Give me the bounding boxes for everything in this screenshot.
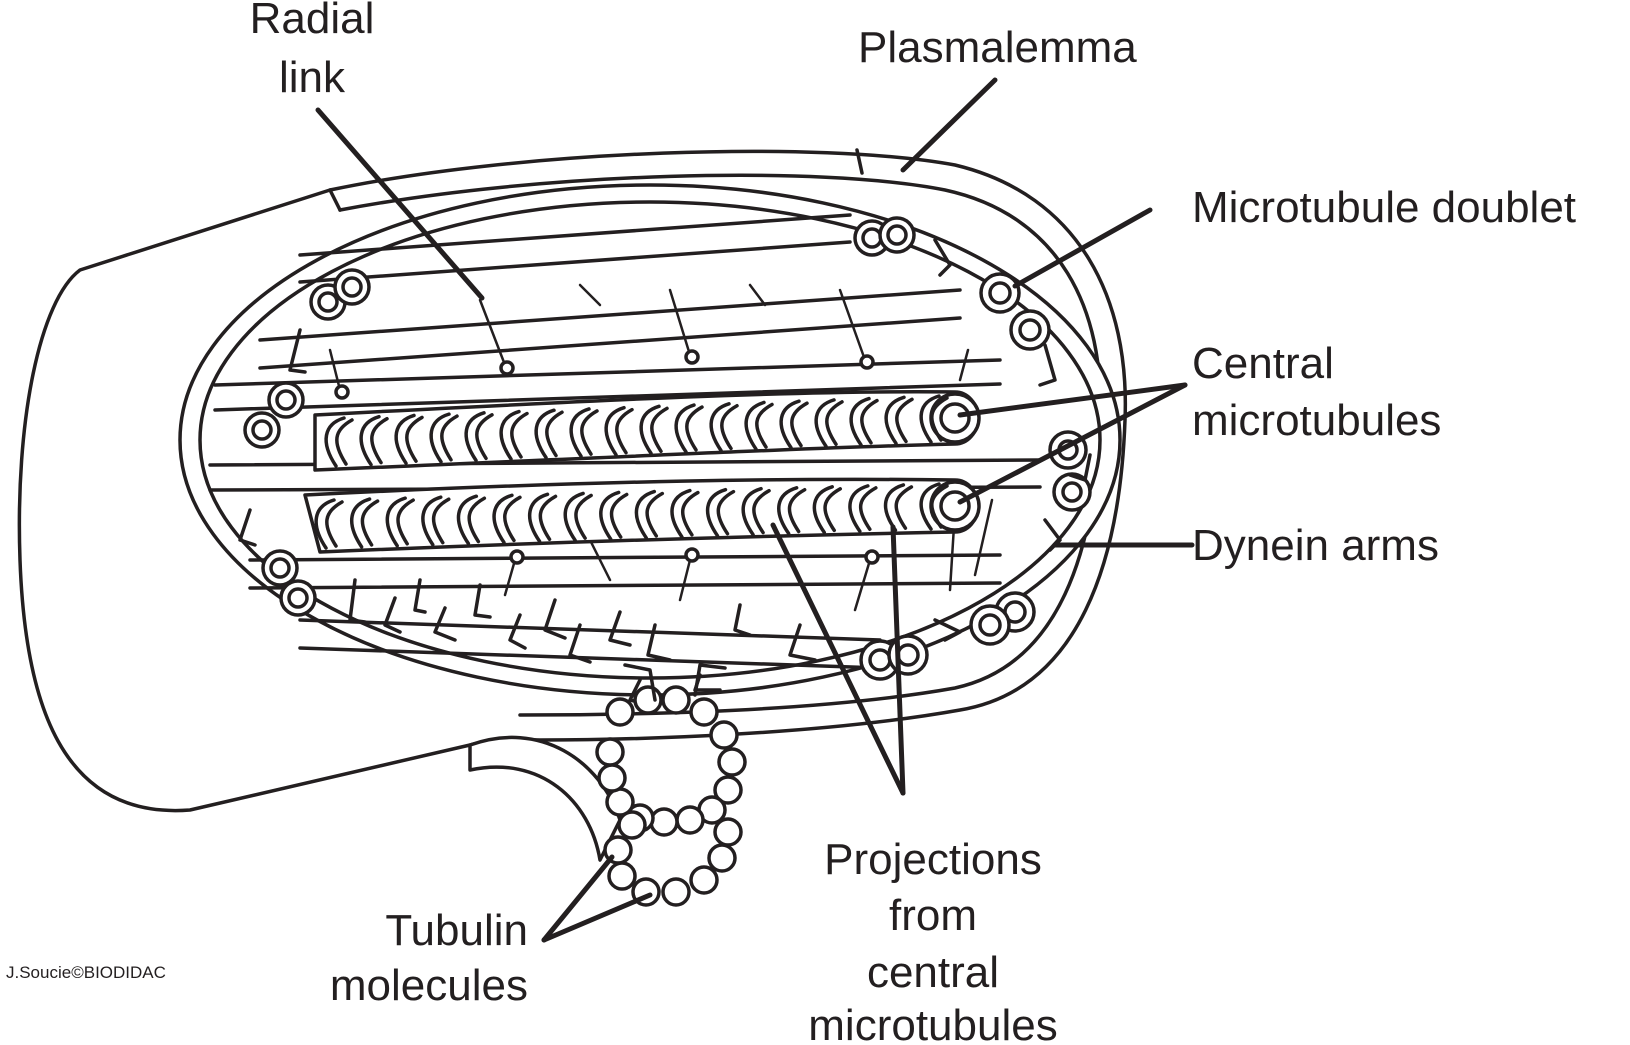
leader-tubulin-a: [541, 854, 615, 943]
tubulin-molecule: [633, 685, 663, 715]
leader-central-upper: [957, 382, 1188, 418]
central-projection: [456, 494, 487, 546]
tubulin-molecule: [661, 877, 691, 907]
label-plasmalemma: Plasmalemma: [858, 23, 1137, 72]
tubulin-molecule: [713, 775, 743, 805]
central-projection: [464, 411, 494, 463]
doublet-cap-left-upper: [243, 381, 305, 449]
tubulin-molecule: [605, 697, 635, 727]
tubulin-molecule: [617, 810, 647, 840]
central-projection: [492, 493, 522, 545]
tubulin-molecule: [689, 697, 719, 727]
central-projection: [527, 492, 558, 544]
central-projection: [709, 402, 739, 453]
central-projection: [599, 490, 629, 541]
central-projection: [849, 396, 879, 447]
central-projection: [421, 495, 451, 547]
doublet-cap-top-left: [309, 268, 371, 321]
central-projection: [429, 412, 459, 464]
central-projection: [848, 484, 878, 533]
central-projection: [604, 405, 634, 457]
central-projection: [814, 398, 844, 448]
central-projection: [359, 414, 389, 467]
label-projections-line4: microtubules: [808, 1001, 1057, 1045]
tubulin-molecule: [717, 747, 747, 777]
central-projection: [883, 483, 914, 532]
tubulin-molecule: [675, 805, 705, 835]
central-projections-lower: [314, 482, 949, 550]
label-tubulin-molecules-line2: molecules: [330, 961, 528, 1010]
doublet-cap-left-lower: [261, 549, 317, 617]
tubulin-molecule: [713, 817, 743, 847]
leader-tubulin-b: [541, 892, 653, 943]
central-projection: [385, 496, 415, 548]
tubulin-bead-chain: [595, 685, 747, 907]
doublet-cap-right-lower: [969, 591, 1036, 646]
central-projection: [324, 416, 354, 468]
central-projection: [569, 407, 599, 458]
labels: Radial link Plasmalemma Microtubule doub…: [6, 0, 1576, 1045]
tubulin-molecule: [597, 763, 627, 793]
central-projection: [670, 488, 700, 539]
central-projection: [884, 395, 914, 446]
tubulin-molecule: [709, 720, 739, 750]
leader-lines: [315, 77, 1195, 943]
central-projection: [919, 394, 949, 444]
leader-central-lower: [957, 382, 1188, 505]
label-dynein-arms: Dynein arms: [1192, 521, 1439, 570]
central-projection: [499, 409, 529, 461]
tubulin-molecule: [707, 843, 737, 873]
tubulin-molecule: [649, 807, 679, 837]
leader-projections-b: [890, 524, 906, 796]
leader-plasmalemma: [900, 77, 998, 173]
central-projection: [639, 404, 669, 456]
central-projection: [314, 498, 344, 550]
label-central-microtubules-line2: microtubules: [1192, 396, 1441, 445]
central-projection: [741, 486, 771, 537]
doublet-end-caps: [243, 216, 1092, 681]
central-projection: [534, 408, 564, 460]
label-microtubule-doublet: Microtubule doublet: [1192, 183, 1576, 232]
radial-spokes: [328, 283, 994, 612]
tubulin-connector-hooks: [623, 663, 727, 702]
central-projections-upper: [324, 394, 949, 468]
label-projections-line2: from: [889, 891, 977, 940]
label-projections-line3: central: [867, 948, 999, 997]
central-projection: [812, 485, 842, 535]
leader-microtubule-doublet: [1012, 207, 1153, 289]
central-projection: [674, 403, 704, 454]
credit-text: J.Soucie©BIODIDAC: [6, 963, 166, 982]
doublet-cap-right-upper: [979, 272, 1051, 351]
central-projection: [777, 486, 807, 536]
doublet-cap-top-right: [853, 216, 916, 257]
doublet-cap-right-middle: [1048, 430, 1092, 512]
central-projection: [705, 487, 736, 538]
label-tubulin-molecules: Tubulin: [385, 906, 528, 955]
label-central-microtubules: Central: [1192, 339, 1334, 388]
central-projection: [779, 399, 809, 450]
doublet-cap-bottom: [859, 634, 929, 681]
tubulin-molecule: [607, 861, 637, 891]
central-projection: [744, 400, 774, 451]
tubulin-molecule: [595, 737, 625, 767]
central-projection: [919, 482, 949, 531]
central-projection: [634, 489, 665, 540]
central-projection: [350, 497, 380, 549]
leader-projections-a: [770, 522, 906, 796]
tubulin-molecule: [689, 865, 719, 895]
tubulin-molecule: [661, 685, 691, 715]
label-radial-link: Radial: [250, 0, 375, 43]
label-radial-link-line2: link: [279, 53, 346, 102]
central-projection: [394, 413, 424, 465]
label-projections: Projections: [824, 835, 1042, 884]
central-projection: [563, 491, 593, 542]
leader-radial-link: [315, 107, 485, 301]
